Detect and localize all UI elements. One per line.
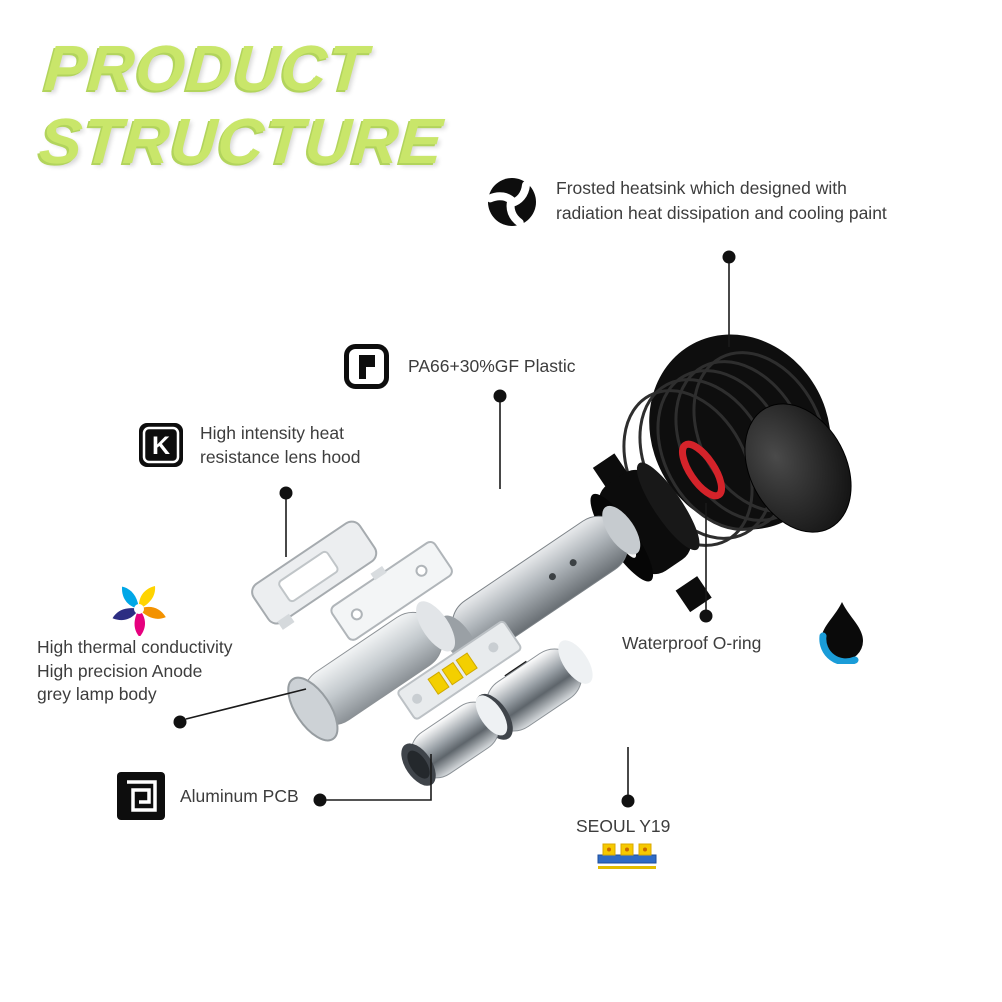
heatsink-gloss-cap — [744, 403, 852, 533]
leader-lines — [173, 250, 736, 808]
leader-line-lamp-body — [185, 688, 307, 720]
callout-pcb-text: Aluminum PCB — [180, 785, 299, 806]
svg-text:K: K — [152, 432, 170, 460]
part-chrome-sleeve-2 — [401, 695, 508, 786]
lens-hood-icon: K — [139, 423, 183, 467]
heatsink-text-line1: Frosted heatsink which designed with — [556, 178, 847, 198]
thermal-pinwheel-icon-wrap — [112, 582, 166, 636]
lamp-body-text-line2: High precision Anode — [37, 660, 203, 681]
callout-lens-hood-text: High intensity heat resistance lens hood — [200, 421, 361, 469]
callout-heatsink-text: Frosted heatsink which designed with rad… — [556, 176, 887, 226]
callout-lamp-body-text: High thermal conductivity High precision… — [37, 636, 233, 707]
heatsink-fan-icon — [486, 178, 536, 227]
leader-line-pcb — [326, 754, 432, 801]
lamp-body-text-line1: High thermal conductivity — [37, 637, 233, 657]
callout-plastic-text: PA66+30%GF Plastic — [408, 356, 576, 376]
plastic-part-icon — [344, 344, 389, 389]
thermal-pinwheel-icon — [112, 586, 166, 636]
waterproof-droplet-icon-wrap — [814, 600, 870, 664]
leader-dot-plastic — [493, 389, 507, 403]
callout-o-ring-text: Waterproof O-ring — [622, 633, 762, 653]
part-led-pcb — [397, 620, 522, 720]
part-o-ring — [678, 440, 726, 500]
waterproof-droplet-icon — [819, 602, 863, 664]
heatsink-text-line2: radiation heat dissipation and cooling p… — [556, 203, 887, 223]
callout-plastic: PA66+30%GF Plastic — [343, 343, 575, 390]
lens-hood-text-line1: High intensity heat — [200, 423, 344, 443]
callout-pcb: Aluminum PCB — [116, 771, 299, 821]
leader-dot-led — [621, 794, 635, 808]
leader-dot-o-ring — [699, 609, 713, 623]
aluminum-pcb-pattern-icon — [117, 772, 165, 820]
leader-dot-pcb — [313, 793, 327, 807]
part-retaining-clip — [251, 520, 378, 630]
callout-heatsink: Frosted heatsink which designed with rad… — [486, 176, 887, 228]
leader-dot-lamp-body — [173, 715, 187, 729]
led-chip-icon — [597, 843, 657, 869]
part-lamp-body — [287, 601, 456, 742]
callout-led-text: SEOUL Y19 — [576, 816, 671, 836]
lamp-body-text-line3: grey lamp body — [37, 684, 157, 704]
lens-hood-text-line2: resistance lens hood — [200, 447, 361, 467]
leader-dot-lens-hood — [279, 486, 293, 500]
part-mounting-plate — [330, 540, 453, 641]
callout-lens-hood: K High intensity heat resistance lens ho… — [137, 421, 361, 469]
leader-dot-heatsink — [722, 250, 736, 264]
led-chip-icon-wrap — [597, 841, 657, 871]
